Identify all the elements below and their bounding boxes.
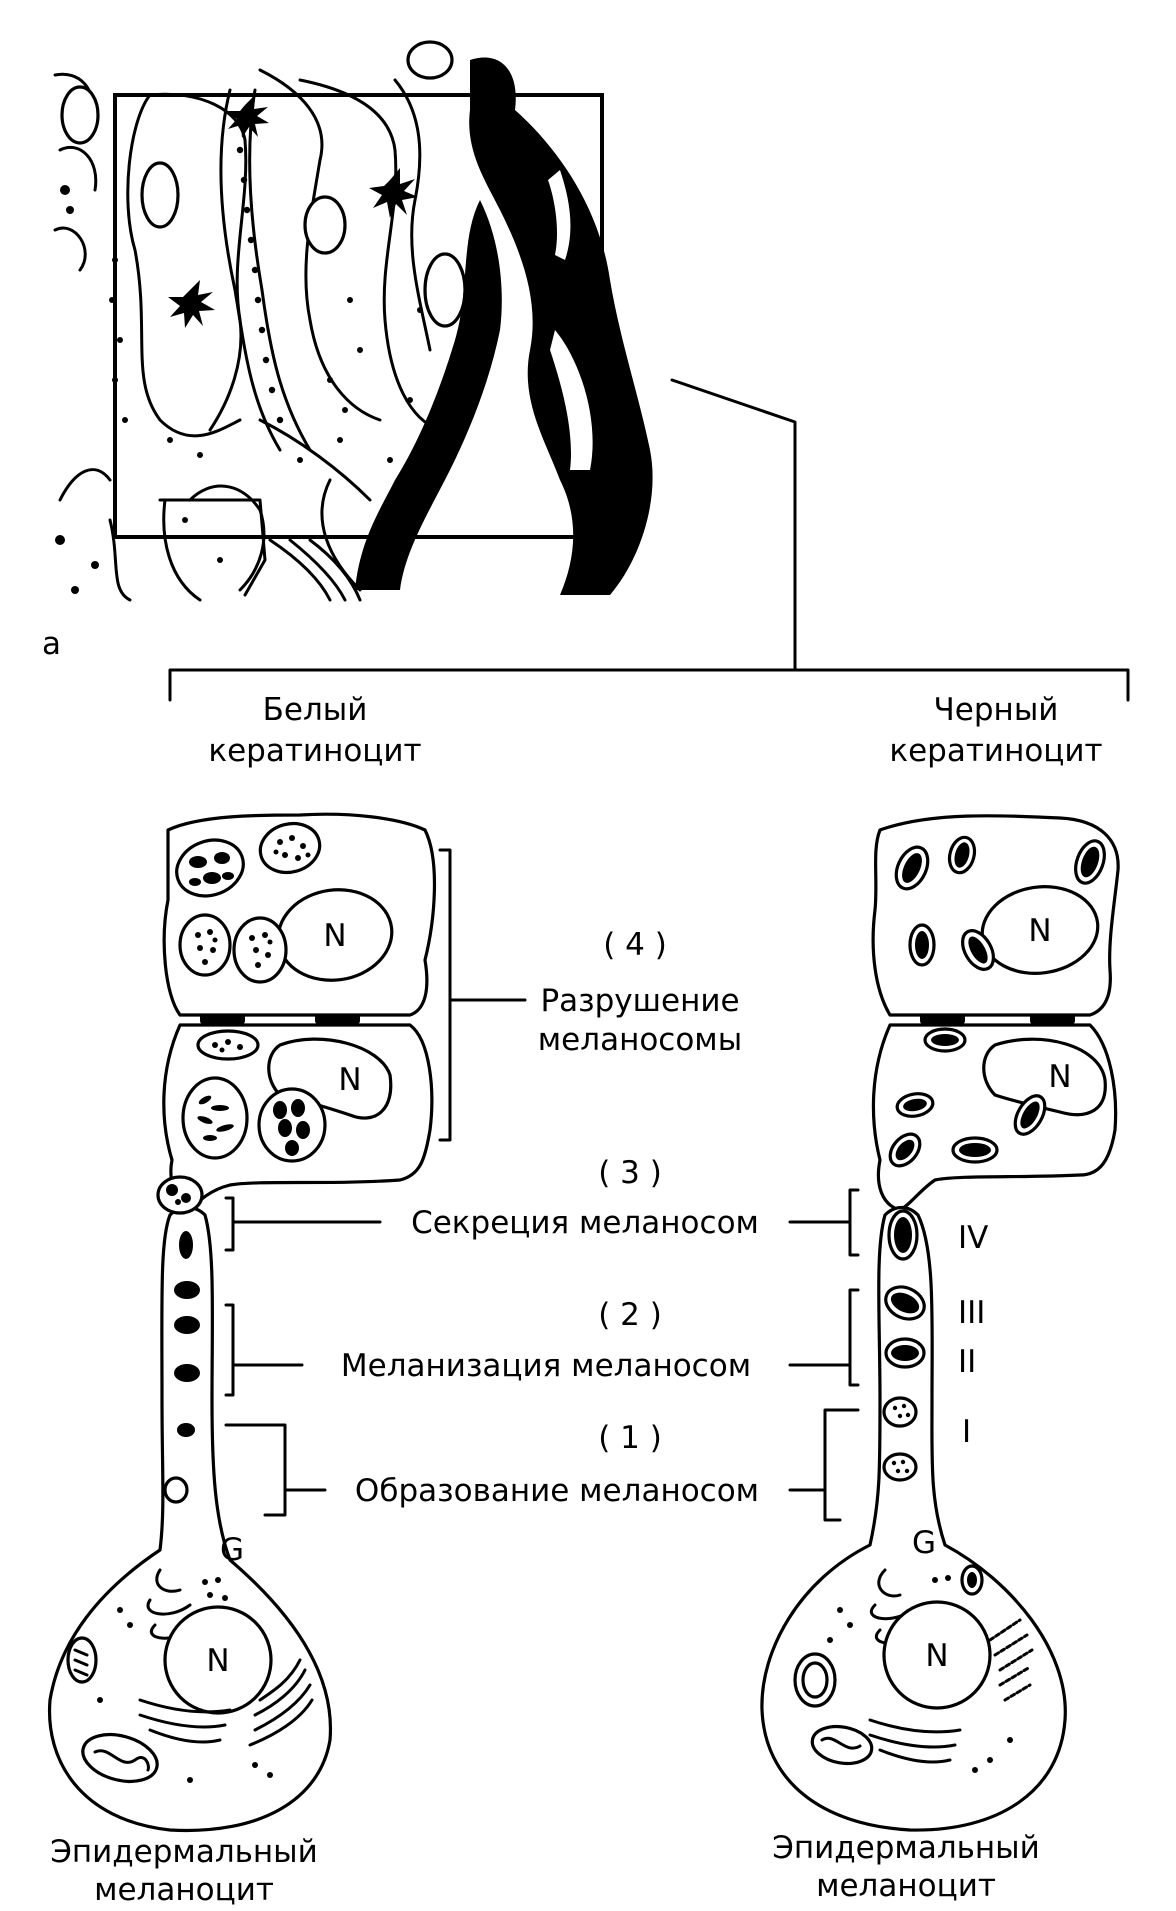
melanocyte-stars <box>168 95 418 328</box>
stage-3-label: Секреция меланосом <box>411 1205 759 1241</box>
black-melanocyte-label-line2: меланоцит <box>816 1868 996 1904</box>
stage-3-number: ( 3 ) <box>598 1155 662 1191</box>
black-melanocyte-nucleus-label: N <box>925 1638 948 1674</box>
white-golgi-label: G <box>220 1532 244 1568</box>
melanosome-stage-ii: II <box>958 1344 976 1380</box>
epidermis-illustration <box>53 40 797 672</box>
stage-2-label: Меланизация меланосом <box>341 1348 751 1384</box>
black-cell-column: N N G N <box>760 814 1120 1832</box>
black-keratinocyte-region <box>355 57 653 595</box>
black-golgi-label: G <box>912 1525 936 1561</box>
white-keratinocyte-label-line2: кератиноцит <box>208 733 421 769</box>
white-dendrite-melanosomes <box>163 1231 200 1504</box>
white-lower-nucleus-label: N <box>338 1062 361 1098</box>
melanosome-stage-iii: III <box>958 1295 985 1331</box>
stage-brackets <box>224 848 860 1522</box>
white-melanosome-complexes <box>175 821 327 1163</box>
white-melanocyte-nucleus <box>163 1605 273 1715</box>
stage-1-label: Образование меланосом <box>355 1473 759 1509</box>
melanosome-stage-iv: IV <box>958 1220 988 1256</box>
top-bracket <box>168 668 1130 702</box>
white-cell-column: N N <box>47 812 437 1833</box>
white-upper-nucleus-label: N <box>323 918 346 954</box>
black-keratinocyte-label-line1: Черный <box>934 692 1059 728</box>
black-keratinocyte-label-line2: кератиноцит <box>889 733 1102 769</box>
melanosome-stage-i: I <box>962 1414 971 1450</box>
black-melanocyte-er <box>988 1618 1034 1702</box>
stage-2-number: ( 2 ) <box>598 1297 662 1333</box>
black-dendrite-melanosomes <box>882 1209 926 1482</box>
black-melanocyte-nucleus <box>882 1600 992 1710</box>
black-lower-nucleus-label: N <box>1048 1059 1071 1095</box>
stage-4-label-line1: Разрушение <box>540 983 739 1019</box>
black-melanocyte-label-line1: Эпидермальный <box>772 1830 1040 1866</box>
panel-label: а <box>42 626 61 662</box>
zoom-frame <box>113 93 604 539</box>
black-melanocyte <box>760 1205 1067 1832</box>
black-keratinocyte-lower-nucleus <box>982 1037 1107 1117</box>
white-keratinocyte-label-line1: Белый <box>263 692 368 728</box>
stage-4-number: ( 4 ) <box>603 927 667 963</box>
black-upper-nucleus-label: N <box>1028 913 1051 949</box>
white-melanocyte-label-line1: Эпидермальный <box>50 1834 318 1870</box>
white-melanocyte-nucleus-label: N <box>206 1643 229 1679</box>
black-keratinocyte-melanosomes <box>888 835 1106 1168</box>
stage-1-number: ( 1 ) <box>598 1420 662 1456</box>
white-melanocyte-label-line2: меланоцит <box>94 1872 274 1908</box>
stage-4-label-line2: меланосомы <box>538 1022 742 1058</box>
